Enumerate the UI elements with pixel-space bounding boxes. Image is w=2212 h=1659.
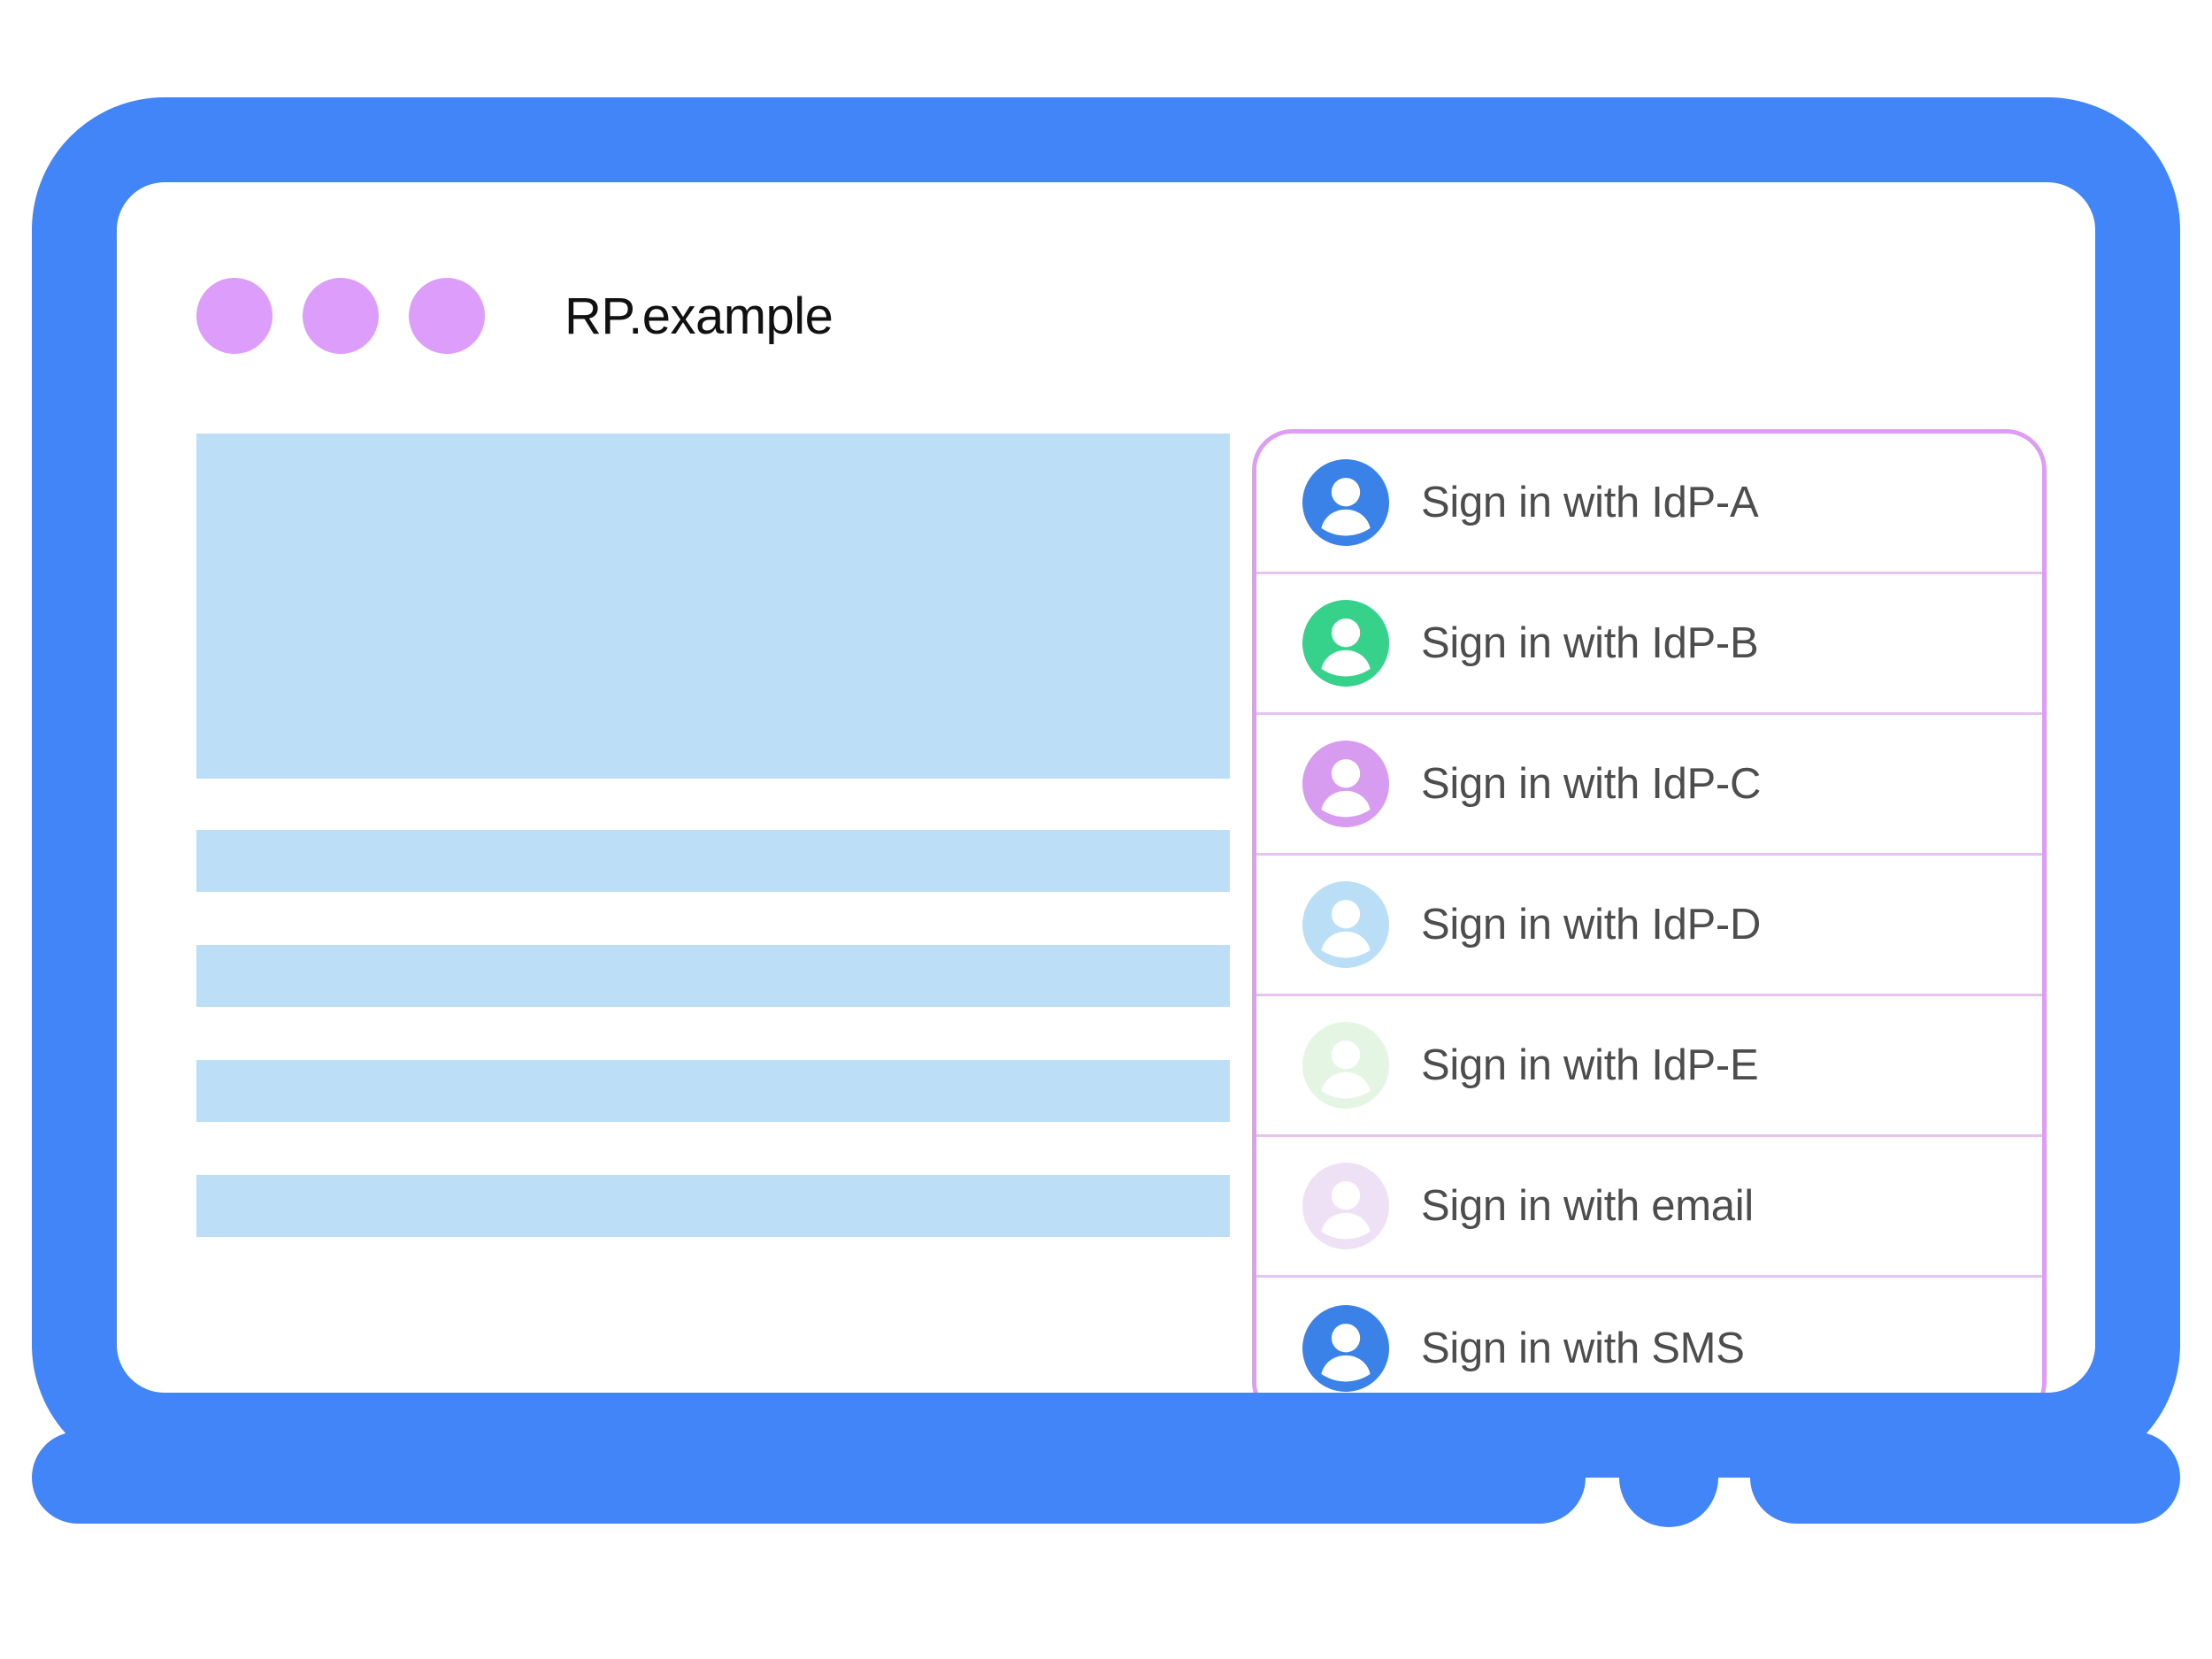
- hero-placeholder: [196, 434, 1230, 779]
- device-frame-foot-right: [1750, 1432, 2180, 1524]
- person-avatar-icon: [1302, 881, 1389, 968]
- account-row[interactable]: Sign in with SMS: [1256, 1278, 2042, 1393]
- window-dot-2[interactable]: [303, 278, 379, 354]
- window-dot-3[interactable]: [409, 278, 485, 354]
- account-row[interactable]: Sign in with IdP-B: [1256, 574, 2042, 715]
- account-row[interactable]: Sign in with IdP-C: [1256, 715, 2042, 856]
- person-avatar-icon: [1302, 1304, 1389, 1392]
- account-row[interactable]: Sign in with IdP-A: [1256, 434, 2042, 574]
- account-row[interactable]: Sign in with IdP-D: [1256, 856, 2042, 996]
- person-avatar-icon: [1302, 741, 1389, 827]
- account-row[interactable]: Sign in with IdP-E: [1256, 996, 2042, 1137]
- text-placeholder-3: [196, 1060, 1230, 1122]
- person-avatar-icon: [1302, 459, 1389, 546]
- account-label: Sign in with email: [1421, 1182, 1754, 1230]
- page-title: RP.example: [565, 287, 833, 345]
- text-placeholder-4: [196, 1175, 1230, 1237]
- home-button[interactable]: [1619, 1428, 1718, 1527]
- browser-titlebar: RP.example: [196, 267, 833, 365]
- account-label: Sign in with IdP-C: [1421, 760, 1762, 808]
- account-label: Sign in with IdP-D: [1421, 901, 1762, 949]
- person-avatar-icon: [1302, 1022, 1389, 1109]
- account-row[interactable]: Sign in with email: [1256, 1137, 2042, 1278]
- account-chooser-panel: Sign in with IdP-A Sign in with IdP-B Sign…: [1252, 429, 2047, 1393]
- account-label: Sign in with IdP-B: [1421, 619, 1759, 667]
- account-label: Sign in with SMS: [1421, 1324, 1745, 1372]
- text-placeholder-1: [196, 830, 1230, 892]
- device-frame-foot-left: [32, 1432, 1586, 1524]
- window-dot-1[interactable]: [196, 278, 273, 354]
- text-placeholder-2: [196, 945, 1230, 1007]
- page-content-placeholders: [196, 434, 1230, 1237]
- person-avatar-icon: [1302, 600, 1389, 687]
- person-avatar-icon: [1302, 1163, 1389, 1249]
- account-label: Sign in with IdP-E: [1421, 1041, 1759, 1089]
- account-label: Sign in with IdP-A: [1421, 479, 1759, 526]
